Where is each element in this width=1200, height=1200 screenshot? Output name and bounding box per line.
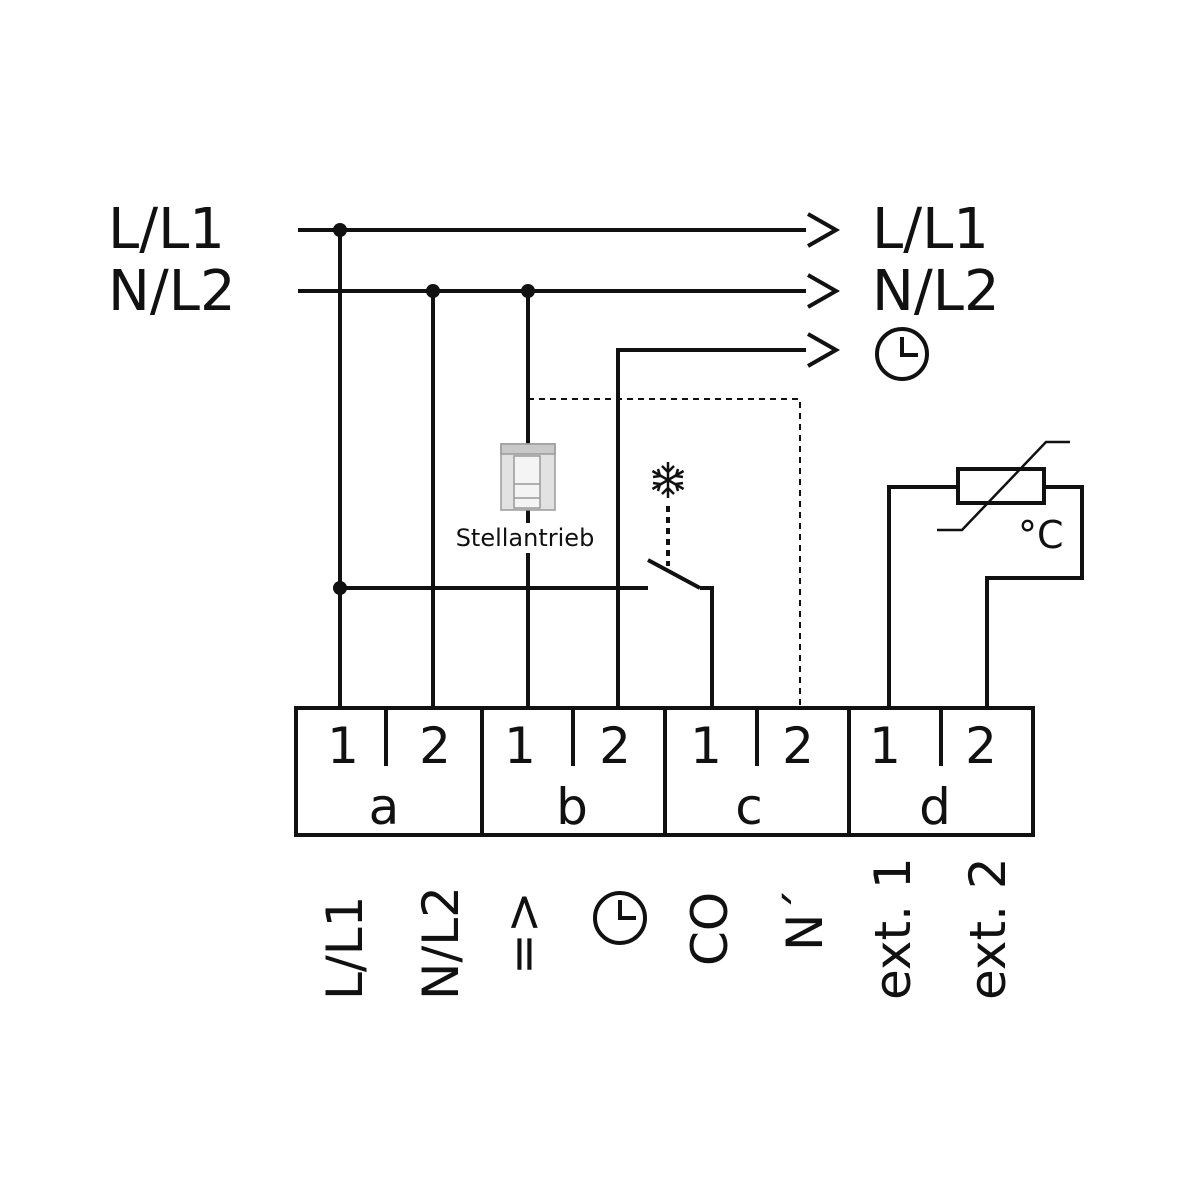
- terminal-block: 1 2 1 2 1 2 1 2 a b c d: [294, 706, 1035, 837]
- terminal-c1: 1: [690, 717, 722, 775]
- group-letter-c: c: [735, 778, 763, 836]
- bottom-label-co: CO: [681, 892, 739, 966]
- bottom-label-l: L/L1: [316, 896, 374, 1000]
- terminal-a1: 1: [327, 717, 359, 775]
- actuator-icon: [500, 443, 556, 511]
- junction-dot: [333, 223, 347, 237]
- junction-dot: [426, 284, 440, 298]
- junction-dot: [521, 284, 535, 298]
- arrow-l-output: [807, 212, 841, 248]
- group-letter-a: a: [369, 778, 400, 836]
- bottom-label-ext2: ext. 2: [959, 857, 1017, 1000]
- actuator-label: Stellantrieb: [456, 524, 595, 552]
- arrow-n-output: [807, 273, 841, 309]
- wire-sensor-loop: [887, 485, 1084, 712]
- terminal-c2: 2: [782, 717, 814, 775]
- bottom-label-actuator: =>: [494, 891, 552, 975]
- supply-label-left-n: N/L2: [108, 259, 236, 324]
- switch-contact: [647, 558, 701, 590]
- terminal-b1: 1: [504, 717, 536, 775]
- bottom-label-n-prime: N´: [776, 889, 834, 951]
- bottom-label-ext1: ext. 1: [864, 857, 922, 1000]
- terminal-a2: 2: [419, 717, 451, 775]
- arrow-clock-output: [807, 332, 841, 368]
- clock-icon: [593, 891, 647, 945]
- wire-c1: [700, 586, 714, 712]
- supply-label-right-l: L/L1: [872, 197, 989, 262]
- terminal-d1: 1: [869, 717, 901, 775]
- supply-label-left-l: L/L1: [108, 197, 225, 262]
- group-letter-d: d: [919, 778, 951, 836]
- snowflake-icon: [651, 462, 685, 498]
- actuator-label-bg: [441, 523, 611, 553]
- sensor-unit: °C: [1018, 513, 1064, 557]
- bottom-label-n: N/L2: [412, 886, 470, 1000]
- terminal-d2: 2: [965, 717, 997, 775]
- terminal-b2: 2: [599, 717, 631, 775]
- group-letter-b: b: [556, 778, 588, 836]
- ntc-resistor-icon: [937, 440, 1070, 532]
- clock-icon: [875, 327, 929, 381]
- dashed-control-line: [528, 398, 801, 712]
- supply-label-right-n: N/L2: [872, 259, 1000, 324]
- wire-clock-output: [616, 348, 806, 712]
